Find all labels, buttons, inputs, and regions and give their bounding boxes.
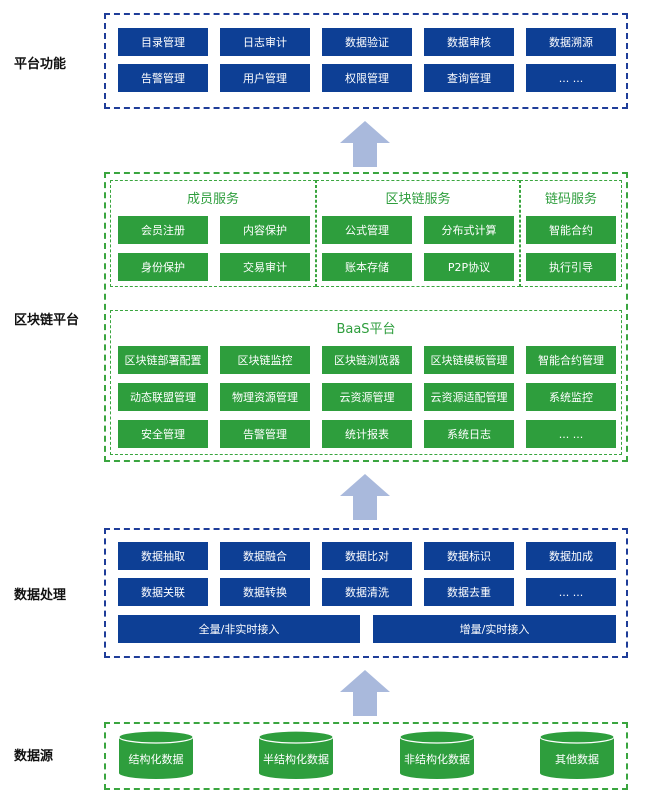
baas-box: 云资源管理 [322,383,412,411]
chaincode-services-title: 链码服务 [544,192,597,207]
up-arrow-icon [340,121,390,167]
processing-box: ... ... [526,578,616,606]
label-data-source: 数据源 [14,749,54,764]
baas-box: 系统日志 [424,420,514,448]
function-box: ... ... [526,64,616,92]
member-service-box: 交易审计 [220,253,310,281]
chain-service-box: P2P协议 [424,253,514,281]
processing-box: 数据去重 [424,578,514,606]
data-source-frame [104,722,628,790]
baas-box: 云资源适配管理 [424,383,514,411]
chain-service-box: 公式管理 [322,216,412,244]
blockchain-platform-frame [104,172,628,462]
baas-box: 区块链部署配置 [118,346,208,374]
function-box: 用户管理 [220,64,310,92]
baas-box: 安全管理 [118,420,208,448]
database-cylinder-icon [258,730,334,779]
source-label: 非结构化数据 [404,753,470,766]
baas-box: 区块链浏览器 [322,346,412,374]
processing-box: 数据转换 [220,578,310,606]
function-box: 数据审核 [424,28,514,56]
chaincode-services-frame [520,180,622,287]
processing-box: 数据标识 [424,542,514,570]
processing-box: 数据抽取 [118,542,208,570]
member-service-box: 身份保护 [118,253,208,281]
chain-services-frame [316,180,520,287]
member-service-box: 会员注册 [118,216,208,244]
data-processing-frame [104,528,628,658]
chain-service-box: 分布式计算 [424,216,514,244]
baas-box: 统计报表 [322,420,412,448]
function-box: 查询管理 [424,64,514,92]
member-services-frame [110,180,316,287]
up-arrow-icon [340,670,390,716]
source-label: 半结构化数据 [263,753,329,766]
baas-box: 区块链监控 [220,346,310,374]
function-box: 数据验证 [322,28,412,56]
baas-box: 智能合约管理 [526,346,616,374]
chain-service-box: 账本存储 [322,253,412,281]
database-cylinder-icon [539,730,615,779]
baas-platform-frame [110,310,622,455]
baas-box: 系统监控 [526,383,616,411]
baas-box: 区块链模板管理 [424,346,514,374]
baas-platform-title: BaaS平台 [336,322,396,337]
processing-box: 数据比对 [322,542,412,570]
label-blockchain-platform: 区块链平台 [14,313,80,328]
member-service-box: 内容保护 [220,216,310,244]
function-box: 目录管理 [118,28,208,56]
label-platform-functions: 平台功能 [14,57,67,72]
processing-box: 数据加成 [526,542,616,570]
chain-services-title: 区块链服务 [385,192,451,207]
member-services-title: 成员服务 [186,192,239,207]
chaincode-service-box: 执行引导 [526,253,616,281]
processing-box: 数据清洗 [322,578,412,606]
baas-box: 动态联盟管理 [118,383,208,411]
processing-box: 数据融合 [220,542,310,570]
function-box: 告警管理 [118,64,208,92]
source-label: 其他数据 [555,753,599,766]
processing-box: 数据关联 [118,578,208,606]
label-data-processing: 数据处理 [14,588,67,603]
baas-box: ... ... [526,420,616,448]
platform-functions-frame [104,13,628,109]
incremental-access-box: 增量/实时接入 [373,615,616,643]
baas-box: 物理资源管理 [220,383,310,411]
chaincode-service-box: 智能合约 [526,216,616,244]
function-box: 数据溯源 [526,28,616,56]
function-box: 日志审计 [220,28,310,56]
baas-box: 告警管理 [220,420,310,448]
function-box: 权限管理 [322,64,412,92]
up-arrow-icon [340,474,390,520]
source-label: 结构化数据 [128,753,184,766]
database-cylinder-icon [399,730,475,779]
database-cylinder-icon [118,730,194,779]
full-access-box: 全量/非实时接入 [118,615,360,643]
